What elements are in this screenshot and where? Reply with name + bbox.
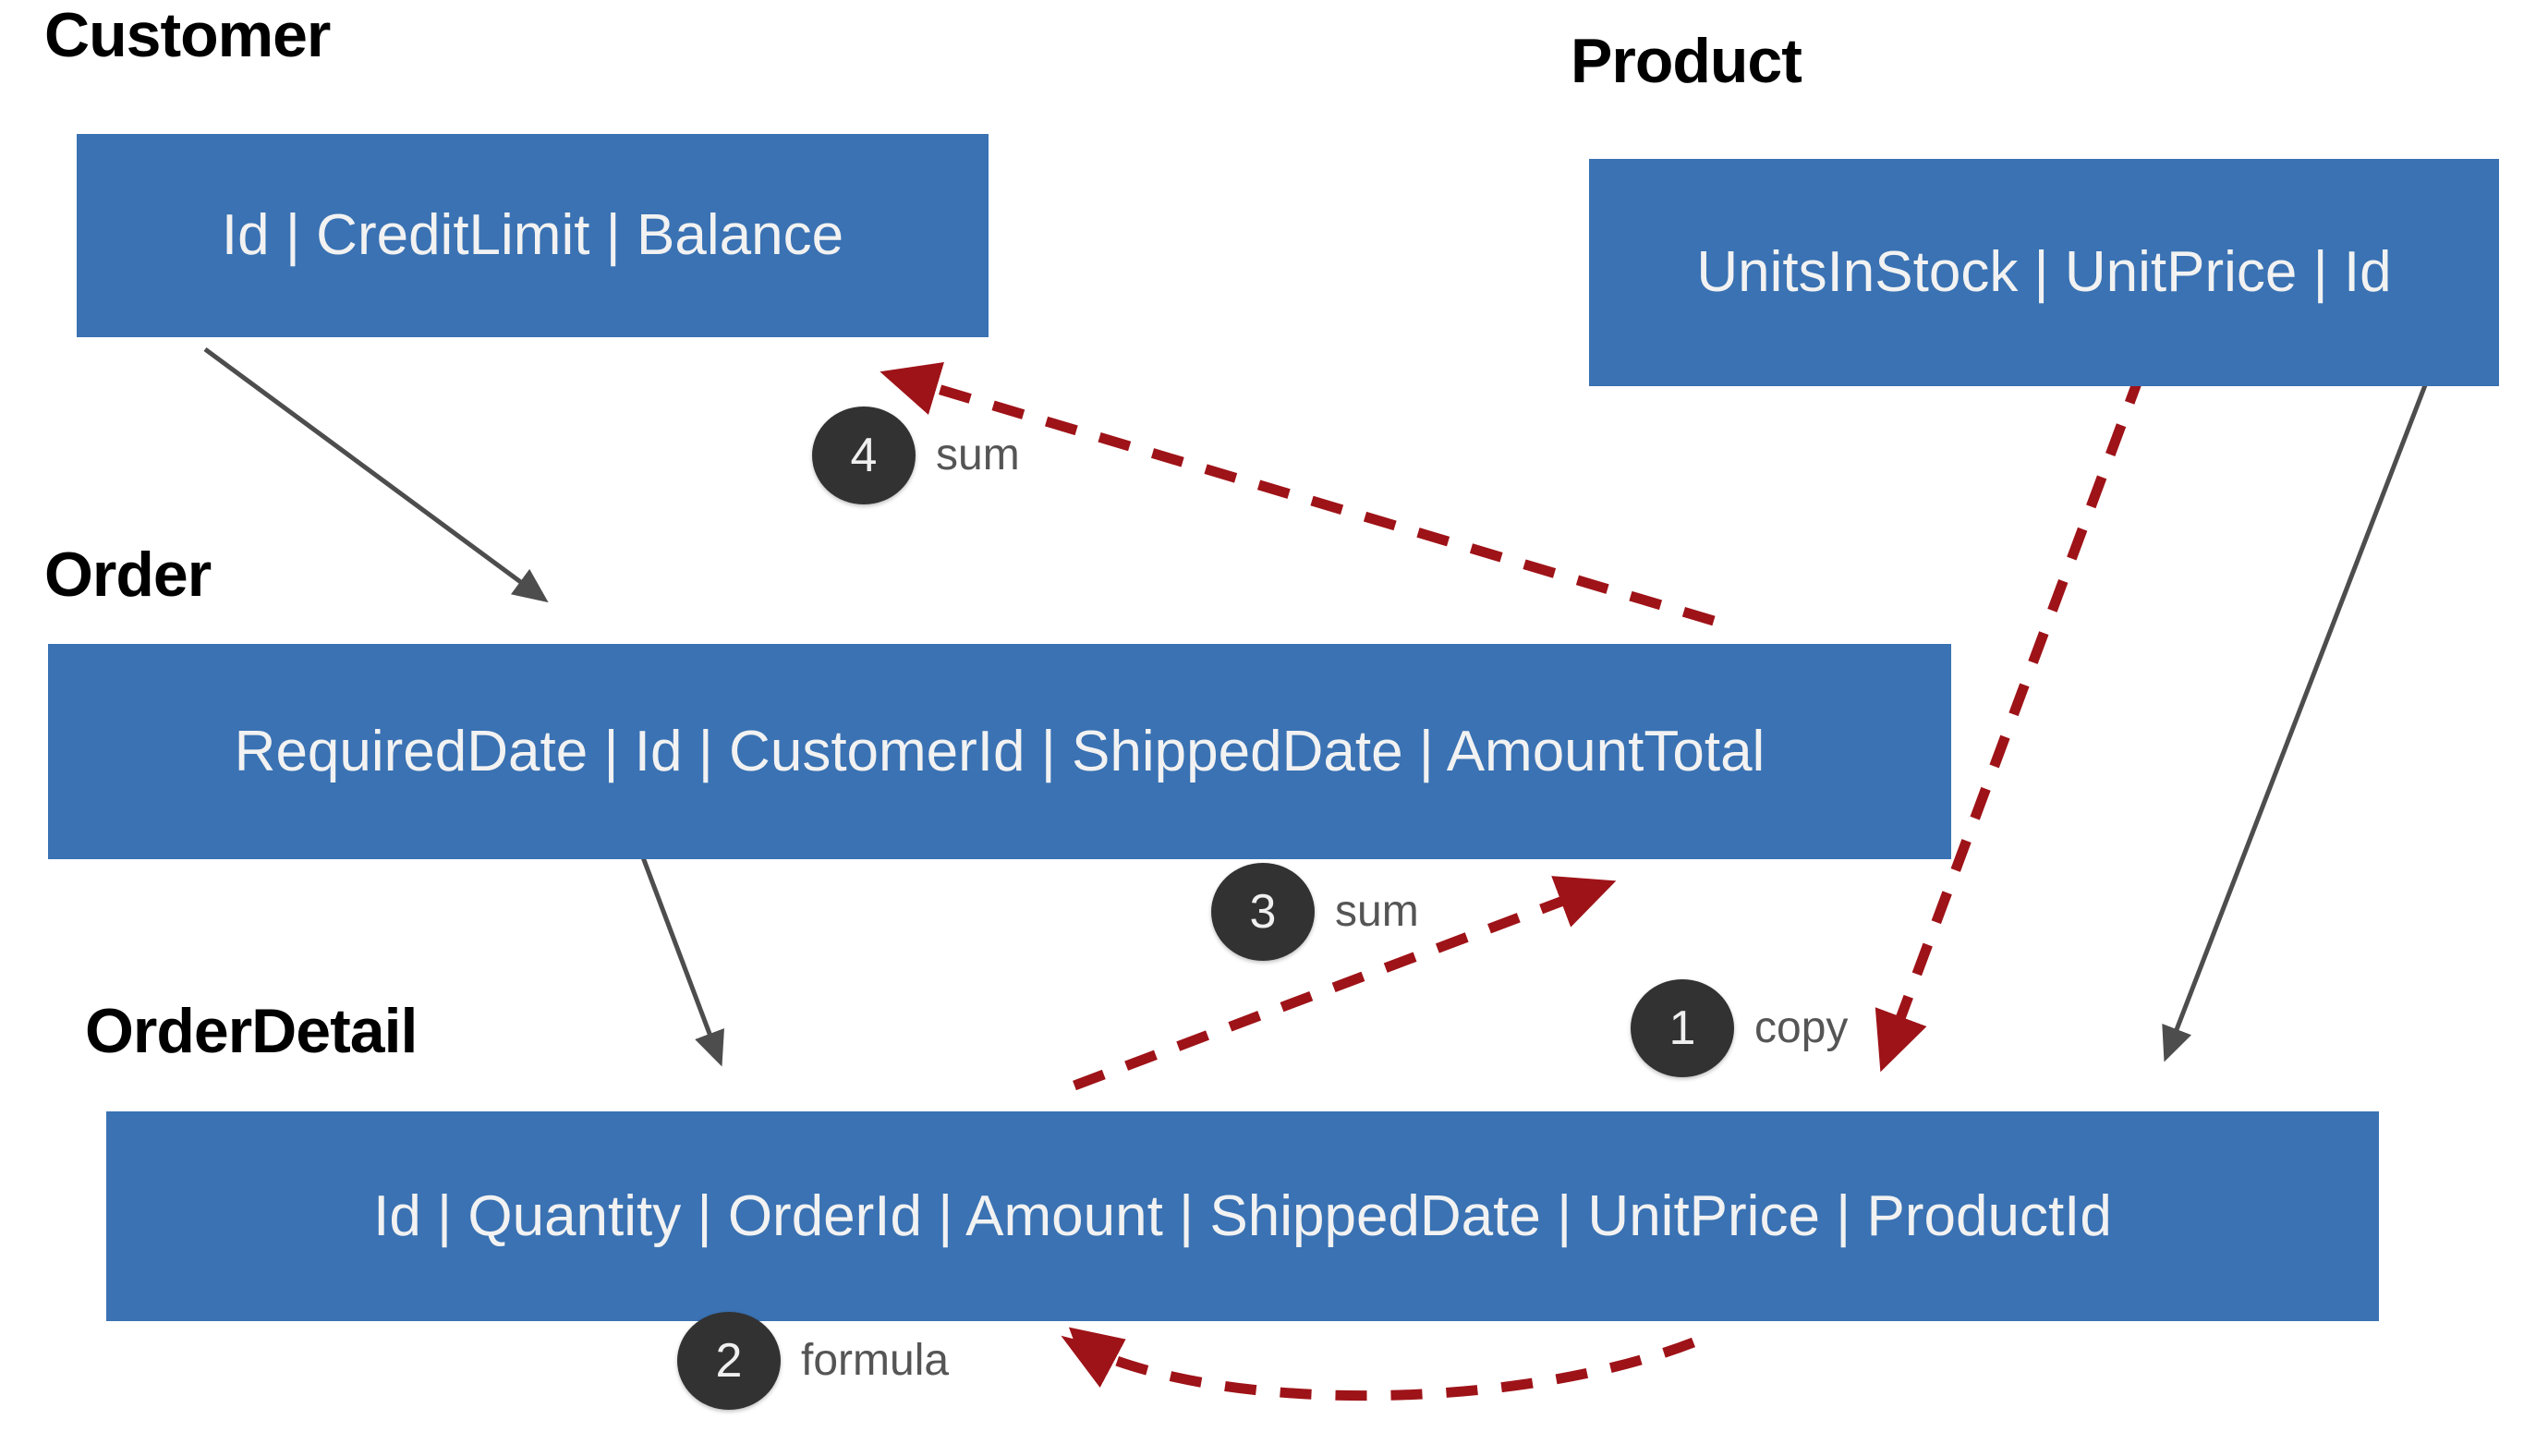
badge-number-4: 4 [812, 406, 916, 504]
badge-4-sum[interactable]: 4 sum [812, 406, 1020, 504]
entity-title-orderdetail: OrderDetail [85, 996, 418, 1066]
badge-label-2: formula [801, 1336, 950, 1385]
badge-label-3: sum [1335, 887, 1419, 936]
badge-label-4: sum [936, 431, 1020, 479]
badge-label-1: copy [1754, 1003, 1849, 1052]
entity-title-product: Product [1571, 26, 1802, 96]
badge-3-sum[interactable]: 3 sum [1211, 863, 1419, 961]
entity-fields-order: RequiredDate | Id | CustomerId | Shipped… [234, 719, 1765, 783]
entity-box-product[interactable]: UnitsInStock | UnitPrice | Id [1589, 159, 2499, 386]
entity-fields-orderdetail: Id | Quantity | OrderId | Amount | Shipp… [373, 1183, 2112, 1248]
relationship-arrow-customer-order [203, 346, 549, 603]
badge-2-formula[interactable]: 2 formula [677, 1312, 949, 1410]
entity-box-orderdetail[interactable]: Id | Quantity | OrderId | Amount | Shipp… [106, 1111, 2379, 1321]
entity-title-order: Order [44, 540, 212, 610]
relationship-arrow-product-orderdetail [2162, 372, 2433, 1062]
derivation-arrow-2-formula [1061, 1327, 1695, 1401]
badge-number-1: 1 [1631, 979, 1734, 1077]
relationship-arrow-order-orderdetail [640, 856, 724, 1067]
badge-number-3: 3 [1211, 863, 1315, 961]
entity-title-customer: Customer [44, 0, 331, 70]
badge-number-2: 2 [677, 1312, 781, 1410]
entity-box-order[interactable]: RequiredDate | Id | CustomerId | Shipped… [48, 644, 1951, 859]
entity-box-customer[interactable]: Id | CreditLimit | Balance [77, 134, 989, 337]
badge-1-copy[interactable]: 1 copy [1631, 979, 1848, 1077]
entity-fields-product: UnitsInStock | UnitPrice | Id [1696, 240, 2392, 304]
entity-fields-customer: Id | CreditLimit | Balance [221, 203, 844, 267]
